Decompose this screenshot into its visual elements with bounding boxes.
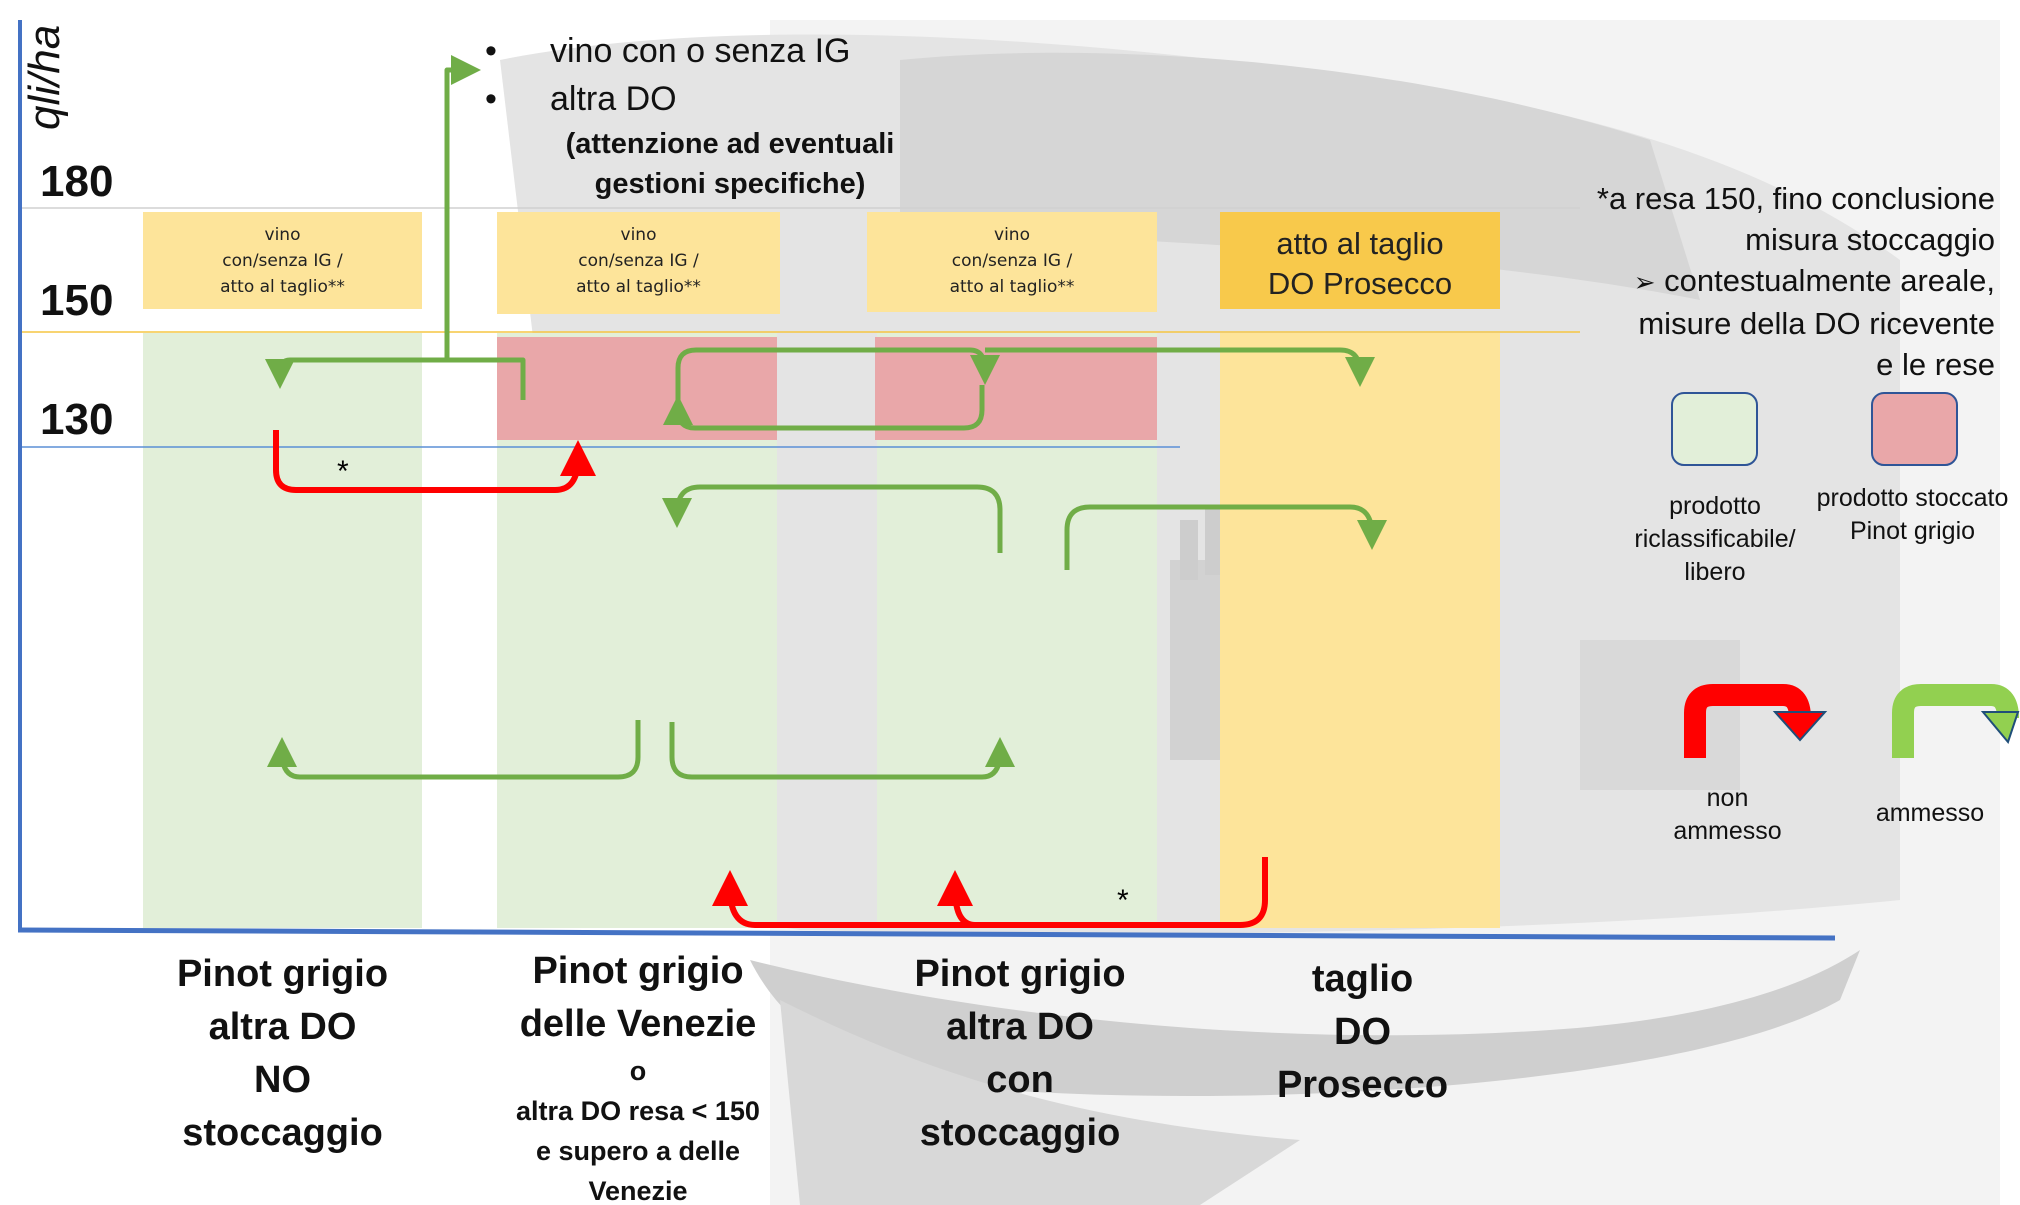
legend-label-non-ammesso: non ammesso [1673,784,1782,845]
asterisk-2: * [1117,884,1129,917]
top-box-1: vino con/senza IG / atto al taglio** [143,212,422,309]
legend-red-arrow-head [1772,711,1828,742]
category-label-2: Pinot grigio delle Venezie o altra DO re… [516,950,760,1205]
category-label-3: Pinot grigio altra DO con stoccaggio [914,953,1126,1154]
green-arrow-col2-to-col1 [267,720,641,780]
top-box-3: vino con/senza IG / atto al taglio** [867,212,1157,312]
legend-green-arrow-head [1980,711,2020,745]
legend-green-arrow-icon [1892,684,2019,758]
green-arrow-stored-to-prosecco [985,347,1375,387]
legend-label-ammesso: ammesso [1875,799,1985,827]
bullet-dot: • [485,80,497,118]
green-arrow-col3-to-col2 [662,484,1003,553]
legend-swatch-green [1671,392,1758,466]
red-arrow-col1-to-col2 [273,430,596,493]
legend-swatch-red [1871,392,1958,466]
column-bg-pinot-altra-do-no-stoccaggio [143,333,422,928]
bullet-item-1: vino con o senza IG [550,32,851,70]
green-arrow-col2-to-col3 [669,722,1015,780]
footnote: *a resa 150, fino conclusione misura sto… [1596,181,1995,382]
bullet-item-2: altra DO [550,80,677,118]
green-arrow-col3-to-prosecco [1064,504,1387,570]
top-box-2: vino con/senza IG / atto al taglio** [497,212,780,314]
top-box-prosecco: atto al taglio DO Prosecco [1220,212,1500,309]
bullet-warning: (attenzione ad eventuali gestioni specif… [565,128,895,200]
category-label-1: Pinot grigio altra DO NO stoccaggio [176,953,389,1154]
green-arrow-up-to-notes [444,55,526,400]
legend-label-green: prodotto riclassificabile/ libero [1634,492,1796,586]
column-bg-taglio-do-prosecco [1220,333,1500,928]
stored-block-delle-venezie [497,337,777,440]
green-arrow-loop-to-col1 [265,357,447,389]
x-axis [17,927,1836,941]
red-arrow-prosecco-to-col2 [712,857,1268,928]
asterisk-1: * [337,455,349,488]
y-tick-150: 150 [40,276,114,325]
green-arrow-stored-to-stored [675,347,1000,403]
bullet-dot: • [485,32,497,70]
legend-red-arrow-icon [1684,684,1811,758]
stored-block-altra-do [875,337,1157,440]
legend-label-red: prodotto stoccato Pinot grigio [1816,484,2009,545]
green-arrow-stored-back [663,385,985,431]
y-axis-label: qli/ha [20,24,69,130]
y-tick-130: 130 [40,395,114,444]
red-arrow-prosecco-to-col3 [937,870,976,928]
y-tick-180: 180 [40,157,114,206]
category-label-4: taglio DO Prosecco [1276,958,1449,1106]
